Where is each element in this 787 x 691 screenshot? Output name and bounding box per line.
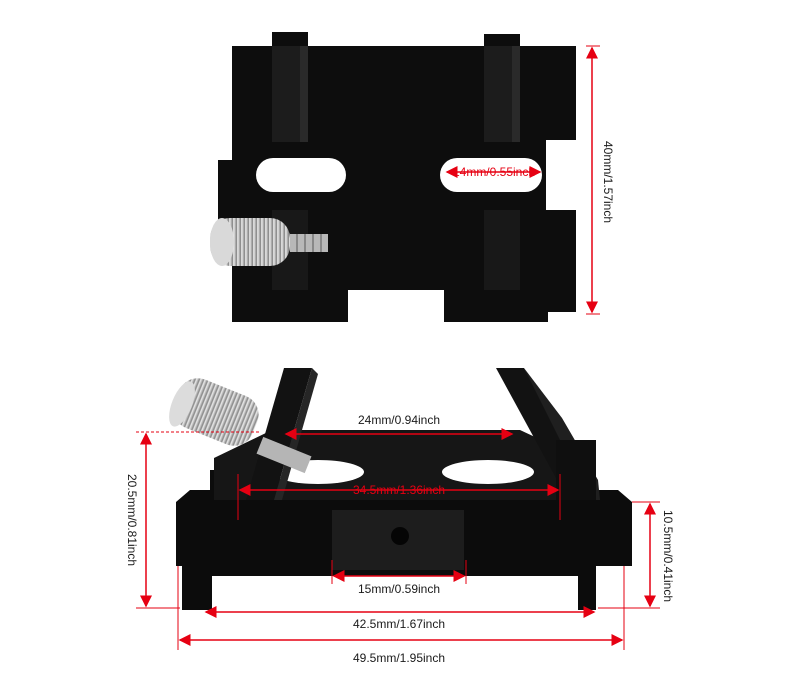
thumb-screw-icon — [210, 218, 328, 266]
thumb-screw-icon — [169, 378, 312, 474]
rail-gap-label: 24mm/0.94inch — [358, 413, 440, 427]
slot-span-label: 34.5mm/1.36inch — [353, 483, 445, 497]
center-block-label: 15mm/0.59inch — [358, 582, 440, 596]
inner-width-label: 42.5mm/1.67inch — [353, 617, 445, 631]
right-slot-bottom — [442, 460, 534, 484]
left-slot — [256, 158, 346, 192]
bottom-view: 24mm/0.94inch 34.5mm/1.36inch 20.5mm/0.8… — [125, 368, 675, 665]
top-view: 14mm/0.55inch 40mm/1.57inch — [210, 32, 615, 322]
total-width-label: 49.5mm/1.95inch — [353, 651, 445, 665]
slot-width-label: 14mm/0.55inch — [453, 165, 535, 179]
bottom-height-label: 20.5mm/0.81inch — [125, 474, 139, 566]
left-rail — [246, 368, 312, 500]
top-height-label: 40mm/1.57inch — [601, 141, 615, 223]
base-height-label: 10.5mm/0.41inch — [661, 510, 675, 602]
